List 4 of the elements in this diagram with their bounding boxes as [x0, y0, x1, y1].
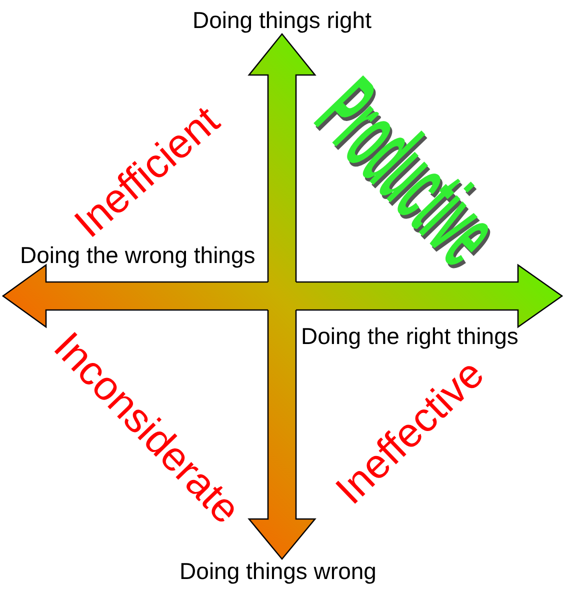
axis-end-label: Doing the right things [301, 325, 518, 348]
axis-end-label: Doing the wrong things [20, 244, 256, 267]
axis-end-label: Doing things right [192, 9, 372, 32]
axis-end-label: Doing things wrong [180, 560, 376, 583]
